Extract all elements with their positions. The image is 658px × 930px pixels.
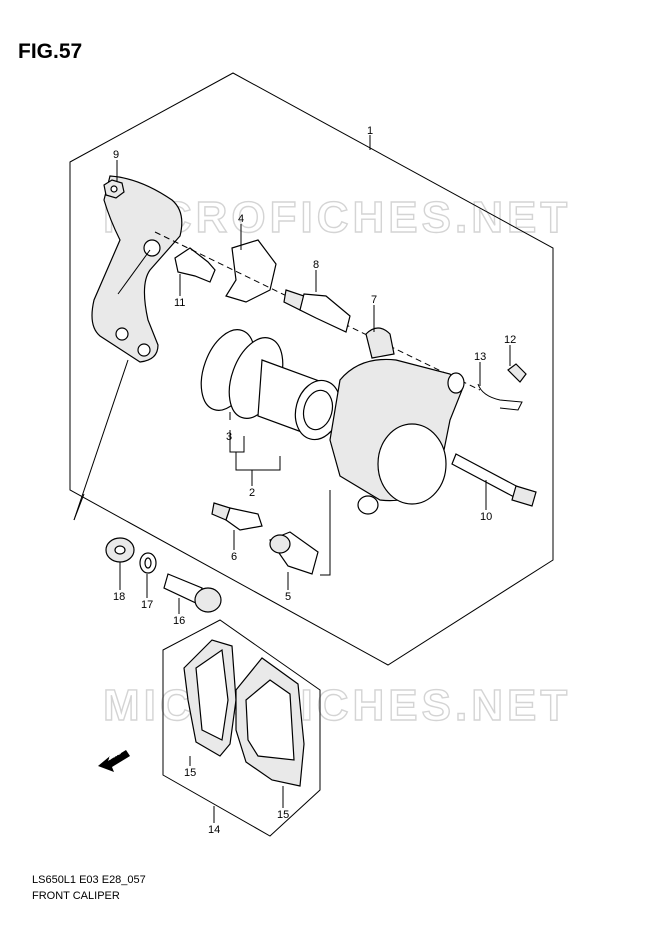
part-9-nut bbox=[103, 179, 125, 199]
part-15-pad-right bbox=[235, 657, 305, 787]
fwd-arrow-icon: FWD bbox=[98, 749, 130, 772]
part-5-pin bbox=[269, 531, 319, 575]
callout-18: 18 bbox=[113, 591, 125, 603]
part-12-bleeder bbox=[507, 363, 527, 383]
callout-15-right: 15 bbox=[277, 809, 289, 821]
callout-5: 5 bbox=[285, 591, 291, 603]
part-10-pin bbox=[451, 453, 537, 507]
part-6-pin bbox=[211, 502, 263, 531]
part-7-boot bbox=[365, 327, 395, 359]
watermark-bottom: MICROFICHES.NET bbox=[103, 681, 571, 730]
callout-16: 16 bbox=[173, 615, 185, 627]
callout-8: 8 bbox=[313, 259, 319, 271]
part-2-piston bbox=[257, 359, 342, 441]
part-11-clip bbox=[174, 247, 216, 283]
callout-7: 7 bbox=[371, 294, 377, 306]
callout-2: 2 bbox=[249, 487, 255, 499]
diagram-code: LS650L1 E03 E28_057 bbox=[32, 874, 146, 886]
part-8-pin bbox=[283, 289, 351, 333]
part-18-washer bbox=[105, 537, 135, 563]
callout-14: 14 bbox=[208, 824, 220, 836]
part-16-bolt bbox=[163, 573, 222, 613]
diagram-name: FRONT CALIPER bbox=[32, 890, 120, 902]
caliper-body bbox=[329, 358, 465, 515]
caliper-bracket bbox=[91, 175, 183, 363]
part-15-pad-left bbox=[183, 639, 237, 757]
callout-4: 4 bbox=[238, 213, 244, 225]
figure-title: FIG.57 bbox=[18, 40, 83, 63]
caliper-assembly-outline bbox=[69, 72, 554, 666]
part-4-spring bbox=[225, 239, 277, 303]
callout-10: 10 bbox=[480, 511, 492, 523]
pad-set-outline bbox=[162, 619, 321, 837]
callout-9: 9 bbox=[113, 149, 119, 161]
diagram-caption: LS650L1 E03 E28_057 FRONT CALIPER bbox=[32, 872, 146, 904]
callout-11: 11 bbox=[174, 297, 185, 309]
callout-13: 13 bbox=[474, 351, 486, 363]
part-17-lockwasher bbox=[139, 552, 157, 574]
callout-17: 17 bbox=[141, 599, 153, 611]
callout-15-left: 15 bbox=[184, 767, 196, 779]
callout-6: 6 bbox=[231, 551, 237, 563]
part-13-clip bbox=[477, 383, 523, 411]
callout-1: 1 bbox=[367, 125, 373, 137]
callout-12: 12 bbox=[504, 334, 516, 346]
leader-lines bbox=[73, 135, 511, 823]
callout-3: 3 bbox=[226, 431, 232, 443]
